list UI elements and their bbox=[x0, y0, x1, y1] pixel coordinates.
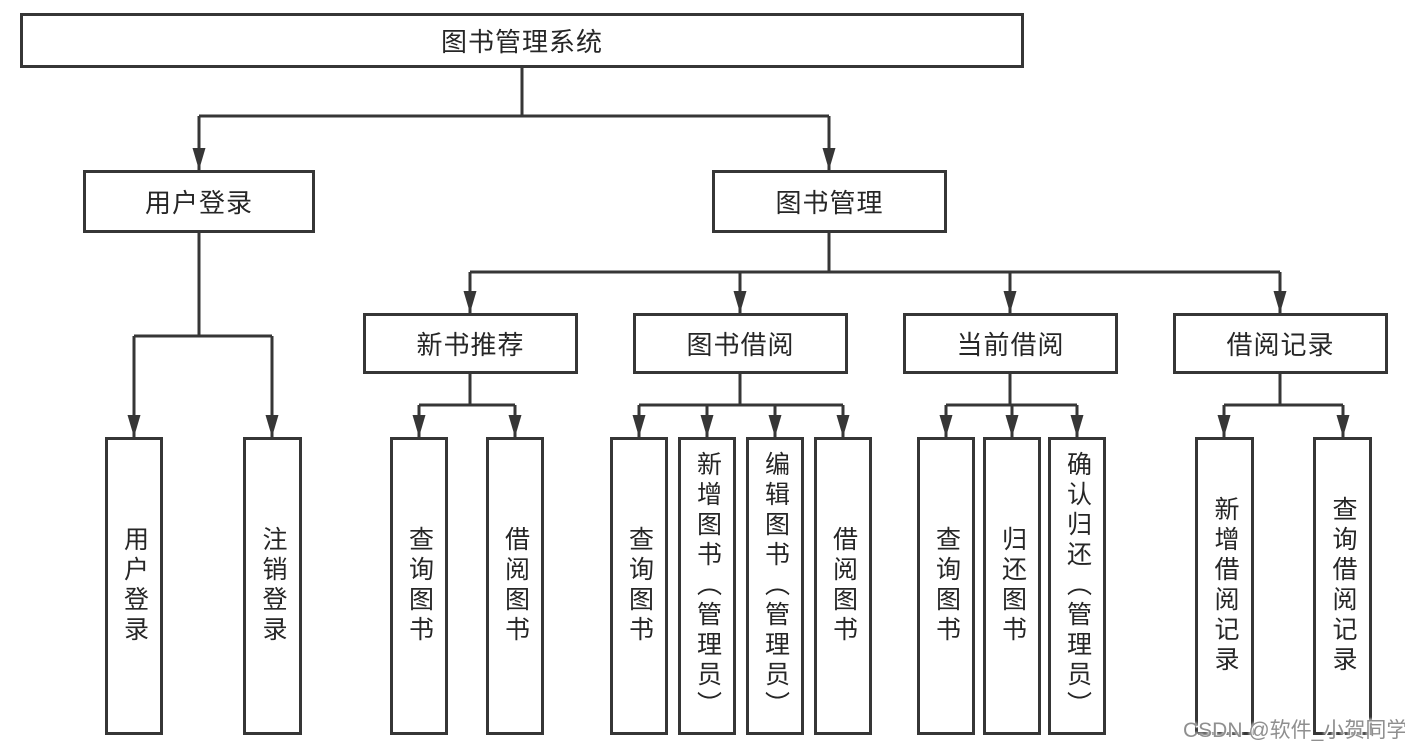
node-book-borrow-label: 图书借阅 bbox=[686, 330, 795, 360]
leaf-query-borrow-record: 查询借阅记录 bbox=[1313, 437, 1372, 735]
leaf-return-book: 归还图书 bbox=[983, 437, 1041, 735]
node-user-login-label: 用户登录 bbox=[144, 188, 253, 218]
leaf-logout-login: 注销登录 bbox=[243, 437, 302, 735]
csdn-watermark: CSDN @软件_小贺同学 bbox=[1183, 719, 1405, 742]
node-new-book-recommend-label: 新书推荐 bbox=[416, 330, 525, 360]
leaf-query-book-newrec: 查询图书 bbox=[390, 437, 448, 735]
leaf-borrow-book-newrec: 借阅图书 bbox=[486, 437, 544, 735]
node-current-borrow-label: 当前借阅 bbox=[956, 330, 1065, 360]
node-user-login: 用户登录 bbox=[83, 170, 315, 233]
leaf-return-book-label: 归还图书 bbox=[998, 526, 1027, 646]
leaf-query-book-current-label: 查询图书 bbox=[932, 526, 961, 646]
leaf-confirm-return-admin-label: 确认归还（管理员） bbox=[1063, 451, 1092, 721]
leaf-query-book-borrow: 查询图书 bbox=[610, 437, 668, 735]
leaf-query-book-borrow-label: 查询图书 bbox=[625, 526, 654, 646]
leaf-logout-login-label: 注销登录 bbox=[259, 526, 287, 646]
leaf-add-borrow-record: 新增借阅记录 bbox=[1195, 437, 1254, 735]
leaf-edit-book-admin: 编辑图书（管理员） bbox=[746, 437, 804, 735]
node-current-borrow: 当前借阅 bbox=[903, 313, 1118, 374]
leaf-query-book-newrec-label: 查询图书 bbox=[405, 526, 434, 646]
node-borrow-record: 借阅记录 bbox=[1173, 313, 1388, 374]
leaf-add-book-admin: 新增图书（管理员） bbox=[678, 437, 736, 735]
leaf-confirm-return-admin: 确认归还（管理员） bbox=[1048, 437, 1106, 735]
leaf-user-login-label: 用户登录 bbox=[120, 526, 149, 646]
node-borrow-record-label: 借阅记录 bbox=[1226, 330, 1335, 360]
leaf-borrow-book-borrow-label: 借阅图书 bbox=[829, 526, 858, 646]
leaf-add-book-admin-label: 新增图书（管理员） bbox=[693, 451, 722, 721]
leaf-query-book-current: 查询图书 bbox=[917, 437, 975, 735]
node-book-management-label: 图书管理 bbox=[775, 188, 884, 218]
node-root-label: 图书管理系统 bbox=[440, 27, 603, 57]
leaf-borrow-book-borrow: 借阅图书 bbox=[814, 437, 872, 735]
node-book-management: 图书管理 bbox=[712, 170, 947, 233]
node-root: 图书管理系统 bbox=[20, 13, 1024, 68]
leaf-query-borrow-record-label: 查询借阅记录 bbox=[1329, 496, 1357, 676]
leaf-edit-book-admin-label: 编辑图书（管理员） bbox=[761, 451, 790, 721]
leaf-user-login: 用户登录 bbox=[105, 437, 163, 735]
node-book-borrow: 图书借阅 bbox=[633, 313, 848, 374]
leaf-add-borrow-record-label: 新增借阅记录 bbox=[1211, 496, 1239, 676]
node-new-book-recommend: 新书推荐 bbox=[363, 313, 578, 374]
leaf-borrow-book-newrec-label: 借阅图书 bbox=[501, 526, 530, 646]
